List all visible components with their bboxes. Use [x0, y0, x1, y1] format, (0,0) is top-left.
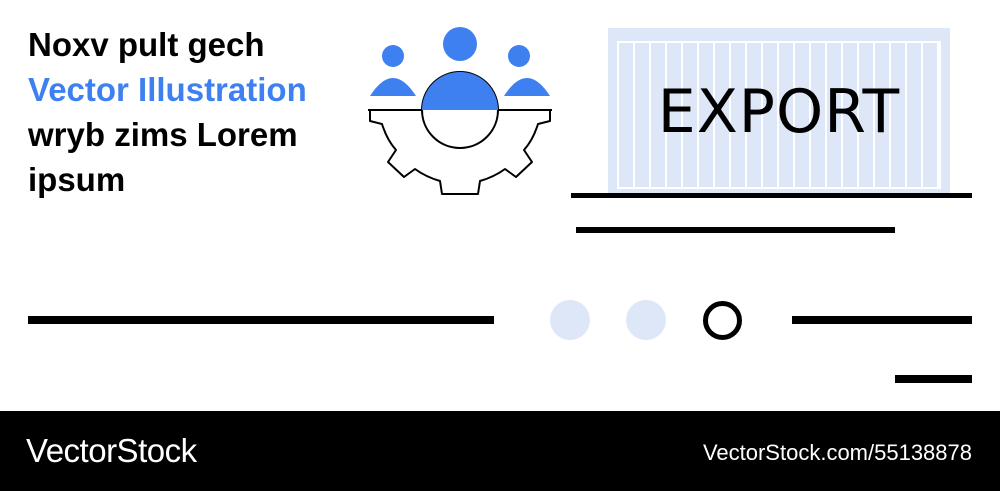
headline-line-2: Vector Illustration [28, 71, 307, 108]
pager-dot-1 [550, 300, 590, 340]
right-short-line [792, 316, 972, 324]
gear-outline [369, 110, 551, 195]
footer-band: VectorStock VectorStock.com/55138878 [0, 411, 1000, 491]
headline-line-4: ipsum [28, 161, 126, 198]
sign-base-line [571, 193, 972, 198]
footer-stock-id: VectorStock.com/55138878 [702, 440, 972, 465]
sign-underline [576, 227, 895, 233]
left-person-head [382, 45, 404, 67]
team-gear-icon [368, 27, 552, 195]
headline: Noxv pult gech Vector Illustration wryb … [28, 22, 358, 202]
left-person-body [370, 78, 416, 96]
headline-line-1: Noxv pult gech [28, 26, 265, 63]
right-person-head [508, 45, 530, 67]
footer-brand-logo: VectorStock [26, 432, 197, 469]
right-person-body [504, 78, 550, 96]
right-small-line [895, 375, 972, 383]
center-person-head [443, 27, 477, 61]
export-label: EXPORT [657, 77, 901, 147]
left-long-line [28, 316, 494, 324]
striped-panel-icon [608, 28, 950, 196]
pager-dot-active [703, 301, 742, 340]
headline-line-3: wryb zims Lorem [28, 116, 298, 153]
center-person-body [422, 72, 498, 110]
pager-dot-2 [626, 300, 666, 340]
